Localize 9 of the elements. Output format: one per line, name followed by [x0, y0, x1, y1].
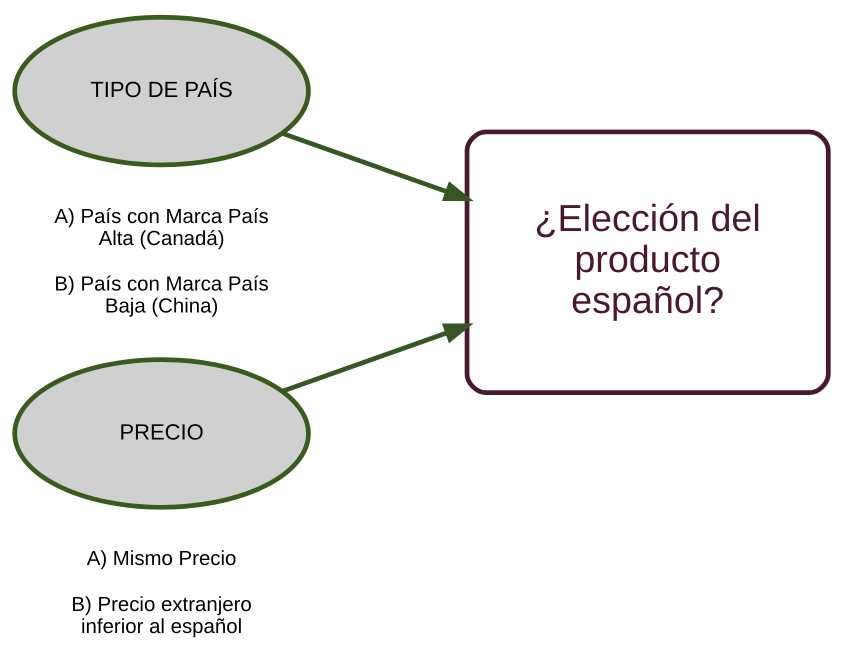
node-box: ¿Elección del producto español?: [464, 129, 831, 394]
arrow: [282, 322, 474, 393]
node-ellipse: TIPO DE PAÍS: [12, 14, 311, 167]
node-label: A) Mismo Precio: [86, 548, 236, 570]
node-label: B) País con Marca País Baja (China): [54, 272, 269, 317]
arrow: [282, 130, 474, 201]
node-label: A) País con Marca País Alta (Canadá): [54, 205, 269, 250]
node-label: B) Precio extranjero inferior al español: [71, 593, 252, 638]
node-ellipse: PRECIO: [12, 356, 311, 510]
